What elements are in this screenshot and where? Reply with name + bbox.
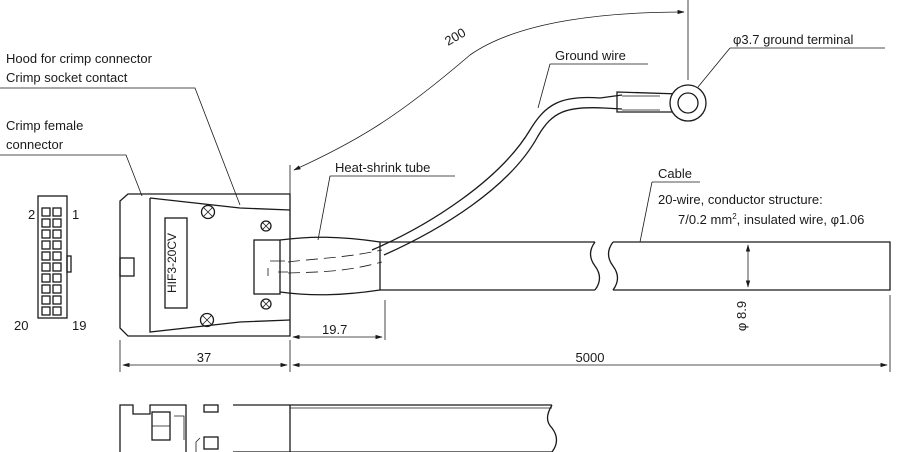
pin-label-1: 1 xyxy=(72,207,79,222)
pin-cell xyxy=(41,229,51,239)
pin-cell xyxy=(52,306,62,316)
ground-terminal xyxy=(669,84,707,122)
label-terminal: φ3.7 ground terminal xyxy=(733,32,854,47)
pin-cell xyxy=(52,273,62,283)
pin-cell xyxy=(52,240,62,250)
pin-cell xyxy=(52,229,62,239)
dimension-lines xyxy=(119,0,891,372)
pin-label-20: 20 xyxy=(14,318,28,333)
dim-tube-offset: 19.7 xyxy=(322,322,347,337)
pin-cell xyxy=(41,284,51,294)
model-label: HIF3-20CV xyxy=(165,233,179,293)
pin-cell xyxy=(41,295,51,305)
label-ground-wire: Ground wire xyxy=(555,48,626,63)
label-female-2: connector xyxy=(6,137,64,152)
pin-cell xyxy=(41,251,51,261)
label-cable-spec-2: 7/0.2 mm2, insulated wire, φ1.06 xyxy=(678,212,864,227)
pin-label-19: 19 xyxy=(72,318,86,333)
pin-cell xyxy=(41,273,51,283)
dim-hood-length: 37 xyxy=(197,350,211,365)
dim-cable-diameter: φ 8.9 xyxy=(734,301,749,331)
leader-lines xyxy=(0,47,885,243)
pin-cell xyxy=(41,262,51,272)
pin-cell xyxy=(52,251,62,261)
heat-shrink-tube xyxy=(253,236,383,296)
screw-icon xyxy=(260,220,272,232)
pin-layout: 2 1 20 19 xyxy=(14,195,86,333)
pin-label-2: 2 xyxy=(28,207,35,222)
pin-cell xyxy=(41,306,51,316)
screw-icon xyxy=(200,204,216,220)
pin-cell xyxy=(41,207,51,217)
pin-cell xyxy=(41,240,51,250)
side-view xyxy=(119,404,558,452)
pin-cell xyxy=(52,207,62,217)
label-contact: Crimp socket contact xyxy=(6,70,128,85)
callouts: Hood for crimp connector Crimp socket co… xyxy=(6,32,864,227)
pin-cell xyxy=(52,295,62,305)
pin-cell xyxy=(52,262,62,272)
screw-icon xyxy=(199,312,215,328)
connector: HIF3-20CV xyxy=(119,193,291,337)
pin-cell xyxy=(41,218,51,228)
dim-cable-length: 5000 xyxy=(576,350,605,365)
label-cable: Cable xyxy=(658,166,692,181)
label-hood: Hood for crimp connector xyxy=(6,51,153,66)
label-cable-spec-1: 20-wire, conductor structure: xyxy=(658,192,823,207)
label-female-1: Crimp female xyxy=(6,118,83,133)
cable xyxy=(380,241,891,291)
dim-ground-length: 200 xyxy=(442,25,468,49)
pin-cell xyxy=(52,284,62,294)
screw-icon xyxy=(260,298,272,310)
pin-cell xyxy=(52,218,62,228)
model-label-box xyxy=(164,217,188,309)
label-heat-shrink: Heat-shrink tube xyxy=(335,160,430,175)
